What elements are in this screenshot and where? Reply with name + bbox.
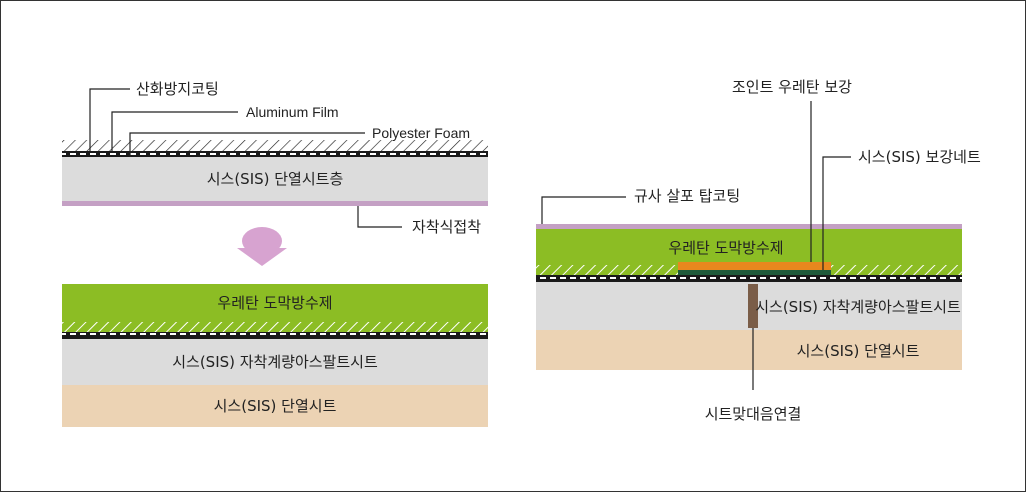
right-silica-layer xyxy=(536,224,962,229)
left-coating-hatch xyxy=(62,140,488,151)
left-insulation-bottom-layer xyxy=(62,385,488,427)
right-asphalt-label: 시스(SIS) 자착계량아스팔트시트 xyxy=(755,298,961,316)
left-label-anti-rust: 산화방지코팅 xyxy=(136,80,219,98)
right-waterproof-layer xyxy=(536,229,962,265)
left-waterproof-label: 우레탄 도막방수제 xyxy=(217,294,332,312)
left-insulation-label: 시스(SIS) 단열시트 xyxy=(214,397,337,415)
left-asphalt-label: 시스(SIS) 자착계량아스팔트시트 xyxy=(172,353,378,371)
left-waterproof-layer xyxy=(62,284,488,322)
right-waterproof-label: 우레탄 도막방수제 xyxy=(668,239,783,257)
left-label-polyester: Polyester Foam xyxy=(372,125,470,141)
right-label-silica: 규사 살포 탑코팅 xyxy=(634,187,740,205)
right-insulation-label: 시스(SIS) 단열시트 xyxy=(797,342,920,360)
right-joint-reinforce xyxy=(678,262,831,270)
right-label-net: 시스(SIS) 보강네트 xyxy=(858,148,981,166)
left-insulation-layer xyxy=(62,157,488,201)
left-adhesive-layer xyxy=(62,201,488,206)
left-label-adhesive: 자착식접착 xyxy=(412,218,481,236)
right-net xyxy=(678,270,831,275)
left-top-layer-label: 시스(SIS) 단열시트층 xyxy=(207,170,344,188)
right-label-joint: 조인트 우레탄 보강 xyxy=(732,78,852,96)
right-seam-post xyxy=(748,284,758,328)
down-arrow-icon xyxy=(237,227,287,266)
left-label-aluminum: Aluminum Film xyxy=(246,104,339,120)
left-asphalt-layer xyxy=(62,339,488,385)
right-label-seam: 시트맞대음연결 xyxy=(705,405,802,423)
right-insulation-layer xyxy=(536,330,962,370)
